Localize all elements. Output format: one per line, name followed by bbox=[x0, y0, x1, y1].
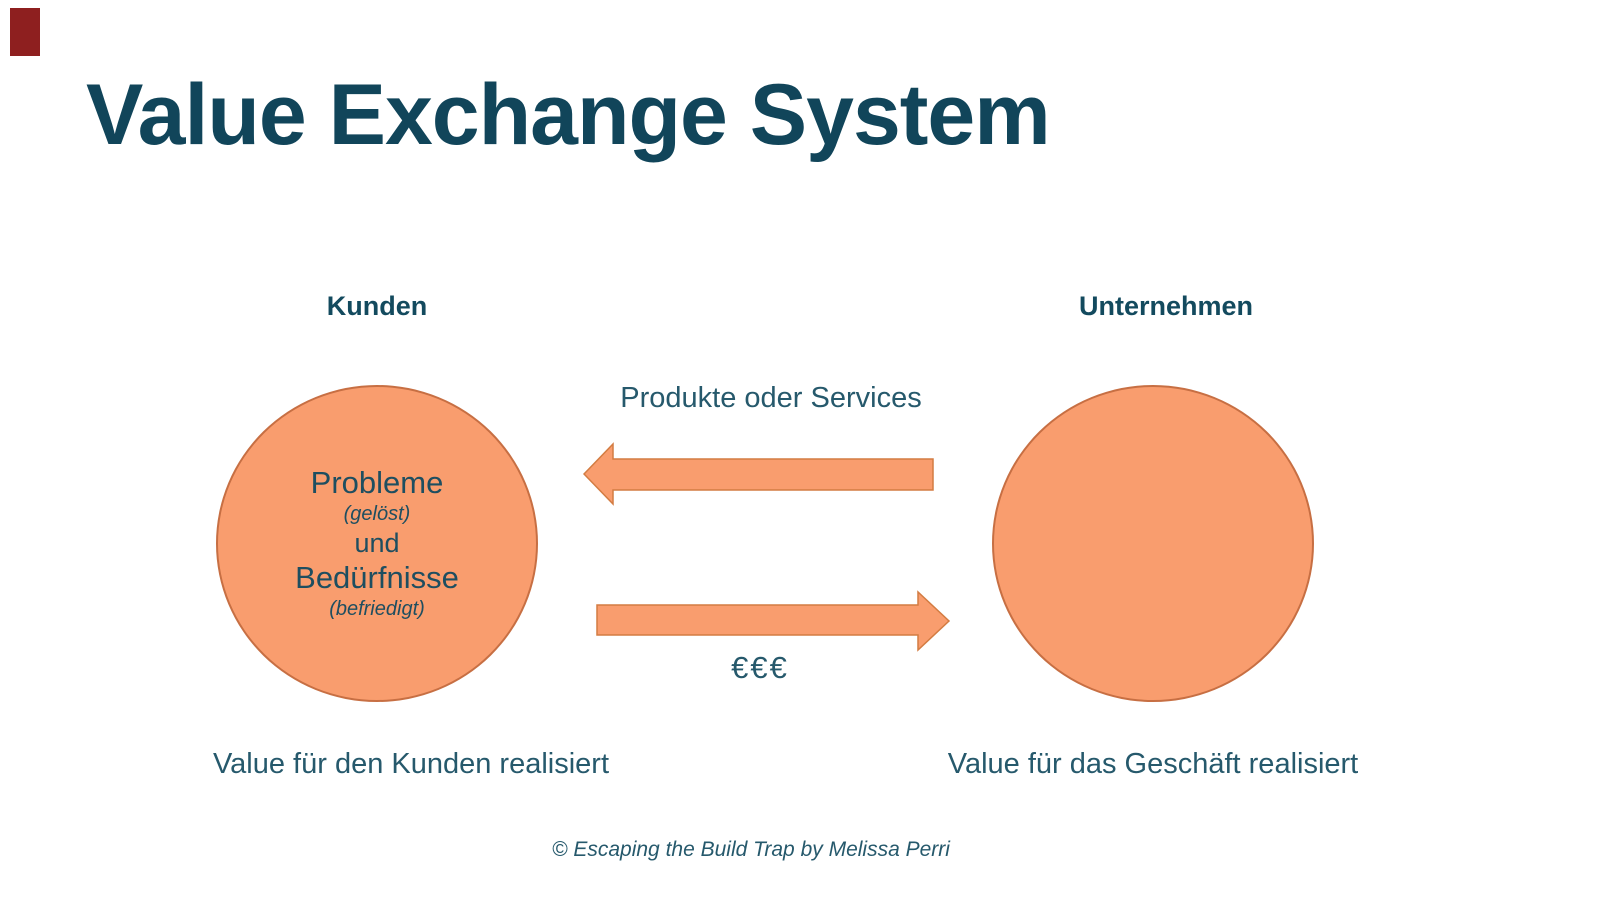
page-title: Value Exchange System bbox=[86, 67, 1051, 163]
customers-circle: Probleme (gelöst) und Bedürfnisse (befri… bbox=[216, 385, 538, 702]
customers-circle-line-beduerfnisse: Bedürfnisse bbox=[295, 559, 459, 595]
products-services-label: Produkte oder Services bbox=[620, 382, 922, 414]
customers-caption: Value für den Kunden realisiert bbox=[212, 748, 610, 780]
customers-circle-line-probleme: Probleme bbox=[310, 464, 444, 500]
slide-corner-marker bbox=[10, 8, 40, 56]
arrow-right-icon bbox=[596, 590, 951, 652]
customers-heading: Kunden bbox=[326, 291, 428, 321]
business-caption: Value für das Geschäft realisiert bbox=[947, 748, 1359, 780]
customers-circle-line-befriedigt: (befriedigt) bbox=[329, 598, 425, 621]
business-heading: Unternehmen bbox=[1078, 291, 1254, 321]
customers-circle-line-und: und bbox=[354, 528, 400, 559]
money-label: €€€ bbox=[731, 650, 789, 685]
arrow-left-icon bbox=[583, 442, 934, 506]
customers-circle-line-geloest: (gelöst) bbox=[343, 503, 411, 526]
business-circle bbox=[992, 385, 1314, 702]
attribution-footer: © Escaping the Build Trap by Melissa Per… bbox=[552, 838, 950, 861]
